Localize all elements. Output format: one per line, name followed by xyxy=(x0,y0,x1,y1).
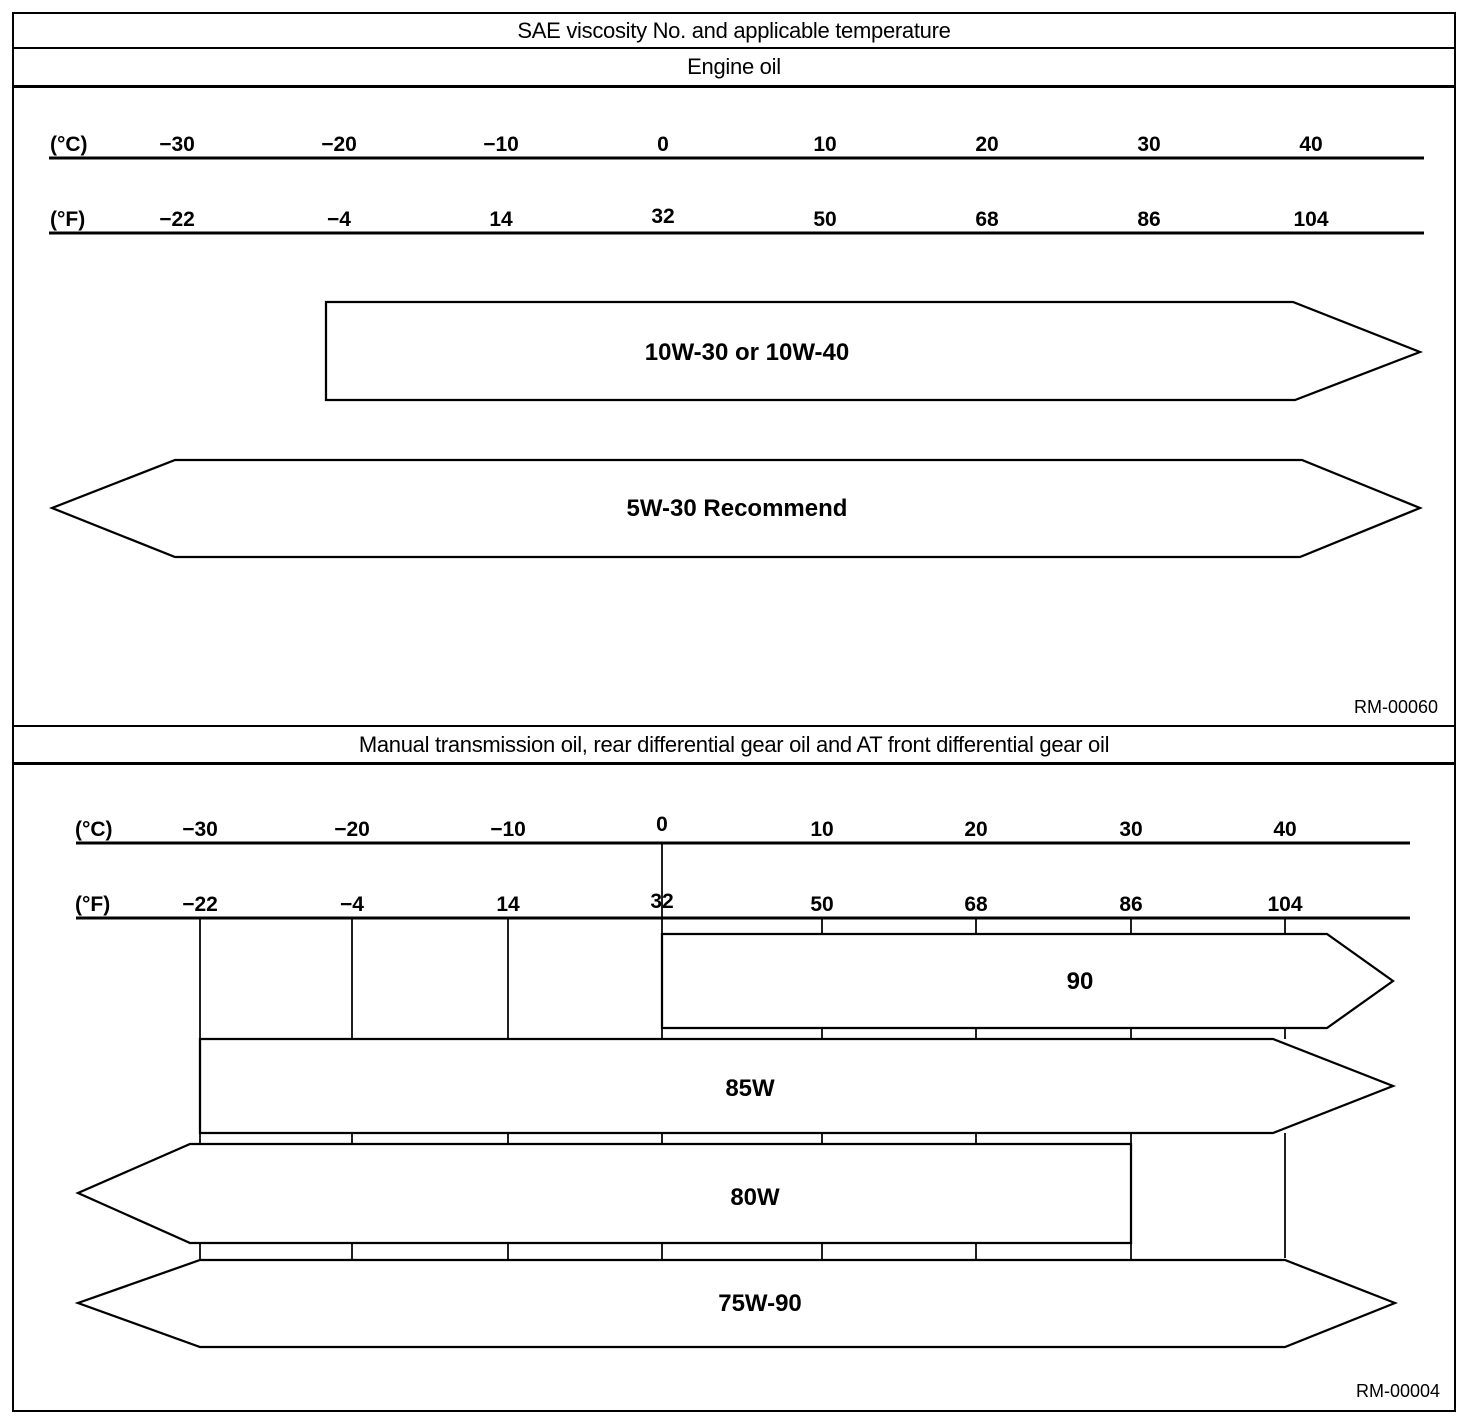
celsius-unit-label: (°C) xyxy=(50,133,88,156)
engine-oil-subtitle: Engine oil xyxy=(14,49,1454,88)
fahrenheit-tick-label: 14 xyxy=(489,208,513,231)
engine-oil-chart-panel: SAE viscosity No. and applicable tempera… xyxy=(12,12,1456,727)
figure-ref-code: RM-00004 xyxy=(1356,1381,1440,1401)
celsius-axis: (°C) −30 −20 −10 0 10 20 30 40 xyxy=(75,813,1410,845)
fahrenheit-tick-label: 104 xyxy=(1267,893,1302,916)
fahrenheit-unit-label: (°F) xyxy=(50,208,85,231)
range-arrow-label: 80W xyxy=(730,1184,780,1211)
celsius-tick-label: 40 xyxy=(1273,818,1296,841)
range-arrow-75w90: 75W-90 xyxy=(74,1258,1399,1349)
celsius-tick-label: 10 xyxy=(810,818,833,841)
range-arrow-label: 90 xyxy=(1067,968,1094,995)
fahrenheit-tick-label: 86 xyxy=(1137,208,1160,231)
celsius-axis: (°C) −30 −20 −10 0 10 20 30 40 xyxy=(49,133,1424,160)
fahrenheit-tick-label: 104 xyxy=(1293,208,1328,231)
fahrenheit-tick-label: 50 xyxy=(813,208,836,231)
fahrenheit-tick-label: 68 xyxy=(975,208,999,231)
range-arrow-90: 90 xyxy=(660,932,1395,1030)
celsius-tick-label: 0 xyxy=(656,813,668,836)
fahrenheit-tick-label: 32 xyxy=(651,205,674,228)
range-arrow-5w30: 5W-30 Recommend xyxy=(48,458,1423,559)
gear-oil-title: Manual transmission oil, rear differenti… xyxy=(14,727,1454,765)
engine-oil-chart: (°C) −30 −20 −10 0 10 20 30 40 (°F) −22 … xyxy=(48,133,1438,717)
fahrenheit-tick-label: −22 xyxy=(182,893,218,916)
fahrenheit-tick-label: −22 xyxy=(159,208,195,231)
celsius-tick-label: 30 xyxy=(1137,133,1160,156)
celsius-tick-label: 30 xyxy=(1119,818,1142,841)
fahrenheit-axis: (°F) −22 −4 14 32 50 68 86 104 xyxy=(75,890,1410,920)
celsius-tick-label: −20 xyxy=(321,133,357,156)
fahrenheit-tick-label: 14 xyxy=(496,893,520,916)
celsius-tick-label: −30 xyxy=(182,818,218,841)
range-arrow-10w30-10w40: 10W-30 or 10W-40 xyxy=(324,300,1424,402)
fahrenheit-axis: (°F) −22 −4 14 32 50 68 86 104 xyxy=(49,205,1424,235)
fahrenheit-tick-label: −4 xyxy=(327,208,351,231)
celsius-tick-label: 20 xyxy=(975,133,998,156)
fahrenheit-tick-label: −4 xyxy=(340,893,364,916)
celsius-unit-label: (°C) xyxy=(75,818,113,841)
page-title: SAE viscosity No. and applicable tempera… xyxy=(14,14,1454,49)
page-title-text: SAE viscosity No. and applicable tempera… xyxy=(517,17,951,43)
gear-oil-title-text: Manual transmission oil, rear differenti… xyxy=(358,731,1110,757)
fahrenheit-tick-label: 86 xyxy=(1119,893,1142,916)
fahrenheit-tick-label: 50 xyxy=(810,893,833,916)
celsius-tick-label: −20 xyxy=(334,818,370,841)
range-arrow-label: 5W-30 Recommend xyxy=(627,495,848,522)
celsius-tick-label: −30 xyxy=(159,133,195,156)
range-arrow-85w: 85W xyxy=(198,1037,1397,1135)
celsius-tick-label: −10 xyxy=(483,133,519,156)
gear-oil-chart-panel: Manual transmission oil, rear differenti… xyxy=(12,725,1456,1412)
celsius-tick-label: −10 xyxy=(490,818,526,841)
fahrenheit-unit-label: (°F) xyxy=(75,893,110,916)
fahrenheit-tick-label: 68 xyxy=(964,893,988,916)
range-arrow-label: 75W-90 xyxy=(718,1290,802,1317)
figure-ref-code: RM-00060 xyxy=(1354,697,1438,717)
celsius-tick-label: 10 xyxy=(813,133,836,156)
gear-oil-chart: (°C) −30 −20 −10 0 10 20 30 40 (°F) −22 … xyxy=(74,813,1440,1401)
celsius-tick-label: 0 xyxy=(657,133,669,156)
range-arrow-label: 10W-30 or 10W-40 xyxy=(645,339,849,366)
celsius-tick-label: 20 xyxy=(964,818,987,841)
range-arrow-80w: 80W xyxy=(75,1142,1133,1245)
range-arrow-label: 85W xyxy=(725,1075,775,1102)
engine-oil-subtitle-text: Engine oil xyxy=(687,54,781,79)
celsius-tick-label: 40 xyxy=(1299,133,1322,156)
